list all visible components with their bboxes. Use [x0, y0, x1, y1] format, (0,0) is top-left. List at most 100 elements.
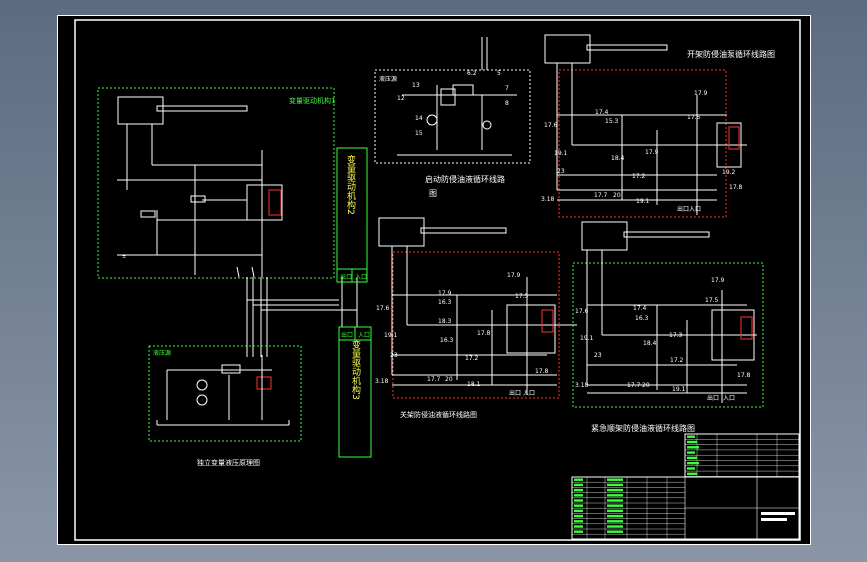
title-block-rule — [574, 525, 583, 528]
top-middle-circuit: 液压源 12 13 14 15 6.2 5 7 8 — [374, 37, 531, 164]
svg-text:18.1: 18.1 — [467, 381, 481, 388]
title-block-rule — [574, 520, 583, 523]
title-block-rule — [574, 499, 583, 502]
svg-text:23: 23 — [390, 352, 398, 359]
svg-text:17.2: 17.2 — [632, 173, 646, 180]
caption-top-right: 开架防侵油泵循环线路图 — [687, 49, 775, 59]
svg-text:17.4: 17.4 — [595, 109, 609, 116]
driver-bottom-label: 变量驱动机构3 — [350, 339, 361, 400]
svg-text:16.3: 16.3 — [440, 337, 454, 344]
top-right-circuit: 开架防侵油泵循环线路图 17.9 17.4 15.3 17.5 17.6 19.… — [541, 34, 775, 218]
svg-text:19.2: 19.2 — [722, 169, 736, 176]
svg-text:17.2: 17.2 — [670, 357, 684, 364]
svg-text:19.1: 19.1 — [384, 332, 398, 339]
title-block-rule — [687, 456, 697, 460]
connecting-pipes — [246, 277, 358, 357]
svg-text:8: 8 — [505, 100, 509, 107]
svg-text:出口: 出口 — [340, 273, 352, 281]
title-block-rule — [761, 518, 787, 521]
title-block-rule — [607, 520, 623, 523]
title-block-rule — [607, 514, 623, 518]
svg-text:图: 图 — [429, 189, 437, 198]
svg-text:入口: 入口 — [355, 274, 367, 281]
title-block-rule — [687, 472, 697, 475]
svg-text:17.8: 17.8 — [535, 368, 549, 375]
svg-text:16.3: 16.3 — [635, 315, 649, 322]
svg-text:17.7: 17.7 — [427, 376, 441, 383]
title-block-rule — [687, 435, 695, 438]
title-block-rule — [687, 451, 695, 454]
vertical-driver-top: 出口 入口 变量驱动机构2 — [336, 147, 368, 283]
left-cylinder — [117, 96, 164, 125]
svg-text:17.7: 17.7 — [627, 382, 641, 389]
svg-text:19.1: 19.1 — [554, 150, 568, 157]
title-block-rule — [687, 467, 695, 470]
left-solenoid — [268, 189, 282, 216]
title-block-rule — [687, 446, 699, 449]
svg-text:17.6: 17.6 — [575, 308, 589, 315]
title-block-rule — [607, 494, 623, 497]
inner-border — [74, 19, 801, 541]
svg-text:5: 5 — [497, 70, 501, 77]
svg-text:20: 20 — [445, 376, 453, 383]
left-group-box — [97, 87, 335, 279]
svg-text:17.9: 17.9 — [694, 90, 708, 97]
title-block-rule — [607, 488, 623, 492]
parts-list-frame — [684, 433, 800, 478]
svg-text:16.3: 16.3 — [438, 299, 452, 306]
title-block-rule — [574, 494, 583, 497]
svg-text:15: 15 — [415, 130, 423, 137]
title-block-rule — [687, 440, 697, 444]
vertical-driver-bottom: 出口 入口 变量驱动机构3 — [338, 326, 372, 458]
svg-text:17.8: 17.8 — [737, 372, 751, 379]
svg-text:入口: 入口 — [723, 395, 735, 402]
caption-bottom-middle: 关架防侵油液循环线路图 — [400, 410, 477, 419]
svg-text:17.9: 17.9 — [645, 149, 659, 156]
svg-text:23: 23 — [594, 352, 602, 359]
outer-frame — [57, 15, 811, 545]
svg-text:19.1: 19.1 — [672, 386, 686, 393]
svg-text:液压源: 液压源 — [153, 349, 171, 357]
left-hydraulic-source: 液压源 — [148, 345, 302, 442]
title-block-rule — [607, 478, 623, 481]
title-block-rule — [574, 530, 583, 533]
title-block-rule — [607, 509, 623, 513]
driver-top-label: 变量驱动机构2 — [345, 154, 356, 215]
svg-text:17.5: 17.5 — [515, 293, 529, 300]
svg-text:入口: 入口 — [358, 332, 370, 339]
title-block — [571, 433, 800, 540]
title-block-rule — [761, 512, 795, 515]
svg-text:入口: 入口 — [523, 390, 535, 397]
svg-text:12: 12 — [397, 95, 405, 102]
title-block-rule — [574, 483, 583, 487]
title-block-rule — [607, 525, 623, 528]
svg-text:18.4: 18.4 — [643, 340, 657, 347]
svg-text:6.2: 6.2 — [467, 70, 477, 77]
svg-text:14: 14 — [415, 115, 423, 122]
svg-text:17.4: 17.4 — [633, 305, 647, 312]
svg-text:出口: 出口 — [341, 331, 353, 339]
svg-text:17.9: 17.9 — [711, 277, 725, 284]
title-block-rule — [607, 483, 623, 487]
top-middle-box — [374, 69, 531, 164]
svg-text:17.6: 17.6 — [544, 122, 558, 129]
svg-text:±: ± — [122, 254, 126, 260]
bottom-right-box — [572, 262, 764, 408]
svg-text:17.9: 17.9 — [507, 272, 521, 279]
svg-text:20: 20 — [642, 382, 650, 389]
svg-text:17.5: 17.5 — [705, 297, 719, 304]
svg-text:18.4: 18.4 — [611, 155, 625, 162]
svg-text:出口: 出口 — [509, 389, 521, 397]
left-circuit: 变量驱动机构1 ± — [97, 87, 335, 279]
svg-text:出口: 出口 — [677, 205, 689, 213]
title-block-rule — [574, 504, 583, 507]
caption-top-middle: 启动防侵油液循环线路 — [425, 174, 505, 184]
svg-text:17.8: 17.8 — [477, 330, 491, 337]
title-block-rule — [574, 478, 583, 481]
left-valve-block — [246, 184, 283, 221]
svg-text:液压源: 液压源 — [379, 75, 397, 83]
svg-text:3.18: 3.18 — [541, 196, 555, 203]
bottom-middle-circuit: 17.9 17.9 17.5 16.3 17.6 19.1 18.3 16.3 … — [375, 217, 577, 399]
svg-text:18.3: 18.3 — [438, 318, 452, 325]
svg-text:23: 23 — [557, 168, 565, 175]
